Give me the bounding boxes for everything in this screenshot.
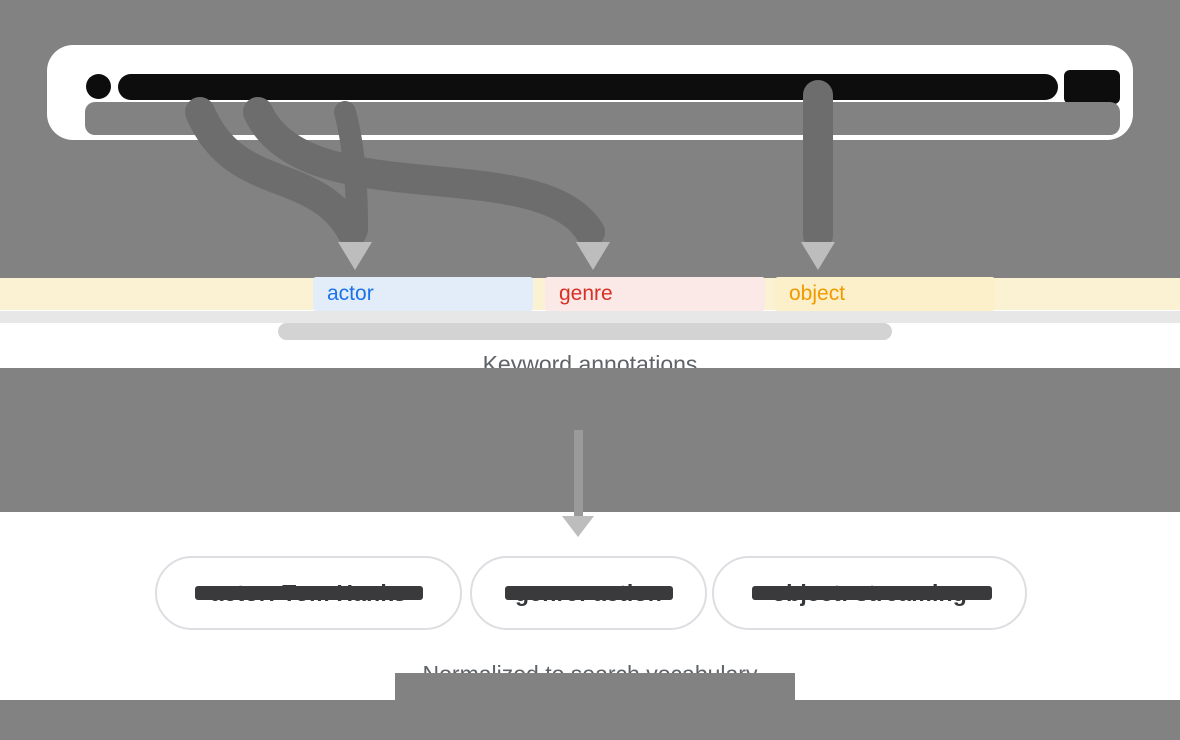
annotation-chip-genre: genre [545,277,765,311]
light-gray-strip [0,311,1180,323]
redacted-query-line-2 [85,102,1120,135]
annotation-chip-object: object [775,277,995,311]
annotation-label-actor: actor [327,282,374,305]
annotation-label-object: object [789,282,846,305]
down-arrow-icon [562,516,594,537]
redaction-bar [752,586,992,600]
redacted-search-button-icon [1064,70,1120,104]
bottom-gray-overlay [0,700,1180,740]
annotation-chip-actor: actor [313,277,533,311]
middle-gray-overlay [0,368,1180,512]
redaction-bar [505,586,673,600]
annotation-group-underline [278,323,892,340]
redaction-bar [195,586,423,600]
redacted-query-text [118,74,1058,100]
annotation-label-genre: genre [559,282,613,305]
caption-gray-overlay [395,673,795,703]
down-arrow-shaft [574,430,583,518]
search-icon [86,74,111,99]
